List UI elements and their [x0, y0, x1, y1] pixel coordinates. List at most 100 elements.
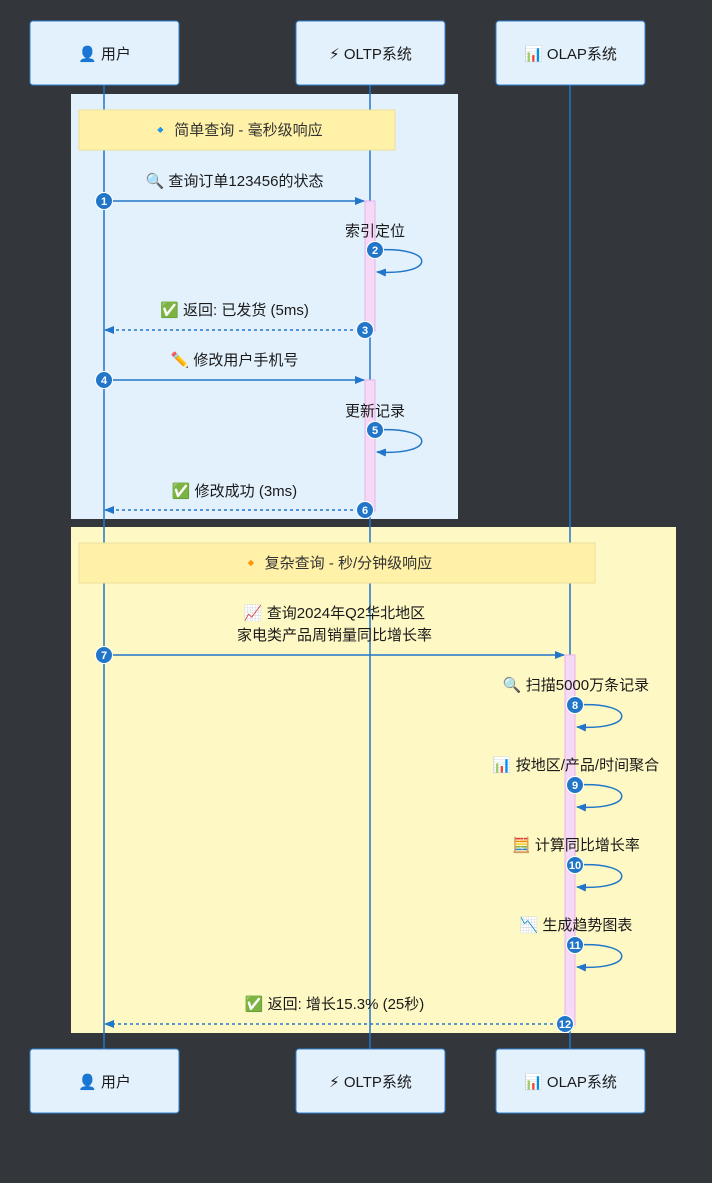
sequence-number-badge — [356, 501, 374, 519]
message-10: 🧮 计算同比增长率 10 — [512, 836, 640, 892]
sequence-number-badge — [566, 776, 584, 794]
self-message-arrow — [574, 943, 623, 972]
svg-text:家电类产品周销量同比增长率: 家电类产品周销量同比增长率 — [237, 627, 432, 644]
message-3: ✅ 返回: 已发货 (5ms) 3 — [104, 301, 374, 339]
sequence-number: 2 — [372, 245, 378, 257]
sequence-number-badge — [566, 856, 584, 874]
message-label: 查询订单123456的状态 — [168, 173, 323, 190]
participant-label: OLTP系统 — [344, 1074, 412, 1091]
sequence-number-badge — [95, 371, 113, 389]
blue-diamond-icon: 🔹 — [151, 122, 174, 139]
message-6: ✅ 修改成功 (3ms)6 — [104, 482, 374, 519]
self-message-arrow — [374, 248, 423, 277]
participant-label: 用户 — [101, 46, 131, 63]
olap-region-background — [71, 527, 676, 1033]
svg-text:🧮 计算同比增长率: 🧮 计算同比增长率 — [512, 836, 640, 854]
participant-oltp-bottom: ⚡ OLTP系统 — [295, 1048, 446, 1114]
sequence-number: 3 — [362, 325, 368, 337]
svg-text:📉 生成趋势图表: 📉 生成趋势图表 — [520, 916, 633, 934]
sequence-number-badge — [95, 646, 113, 664]
message-label: 修改成功 (3ms) — [195, 483, 298, 500]
trend-down-icon: 📉 — [520, 916, 543, 934]
sequence-number-badge — [366, 241, 384, 259]
message-8: 🔍 扫描5000万条记录 8 — [503, 675, 649, 732]
message-label: 查询2024年Q2华北地区 — [267, 605, 425, 622]
message-label: 扫描5000万条记录 — [526, 677, 649, 694]
note-text: 复杂查询 - 秒/分钟级响应 — [265, 554, 433, 572]
message-9: 📊 按地区/产品/时间聚合 9 — [493, 756, 659, 812]
svg-text:✅ 返回: 已发货 (5ms): ✅ 返回: 已发货 (5ms) — [160, 301, 309, 319]
svg-text:📊 OLAP系统: 📊 OLAP系统 — [524, 45, 617, 63]
magnifier-icon: 🔍 — [503, 675, 526, 694]
participant-label: OLAP系统 — [547, 46, 617, 63]
sequence-number-badge — [566, 696, 584, 714]
svg-text:🔍 扫描5000万条记录: 🔍 扫描5000万条记录 — [503, 675, 649, 694]
svg-text:👤 用户: 👤 用户 — [78, 1073, 131, 1091]
svg-text:🔍 查询订单123456的状态: 🔍 查询订单123456的状态 — [146, 171, 324, 190]
check-icon: ✅ — [160, 301, 183, 319]
participant-olap-top: 📊 OLAP系统 — [495, 20, 646, 86]
message-2: 索引定位 2 — [345, 223, 423, 277]
svg-text:⚡ OLTP系统: ⚡ OLTP系统 — [329, 1074, 412, 1091]
sequence-number-badge — [366, 421, 384, 439]
svg-text:索引定位: 索引定位 — [345, 223, 405, 240]
message-label: 更新记录 — [345, 403, 405, 420]
svg-text:更新记录: 更新记录 — [345, 403, 405, 420]
sequence-number: 8 — [572, 700, 578, 712]
sequence-number-badge — [556, 1015, 574, 1033]
sequence-number: 12 — [559, 1019, 571, 1031]
svg-text:✏️ 修改用户手机号: ✏️ 修改用户手机号 — [171, 350, 299, 369]
participant-oltp-top: ⚡ OLTP系统 — [295, 20, 446, 86]
message-4: ✏️ 修改用户手机号 4 — [95, 350, 365, 389]
message-label: 生成趋势图表 — [542, 917, 632, 934]
self-message-arrow — [574, 703, 623, 732]
sequence-number-badge — [356, 321, 374, 339]
sequence-number: 9 — [572, 780, 578, 792]
svg-text:✅ 修改成功 (3ms): ✅ 修改成功 (3ms) — [172, 482, 297, 500]
participant-label: OLAP系统 — [547, 1074, 617, 1091]
message-label: 修改用户手机号 — [193, 352, 298, 369]
lightning-icon: ⚡ — [329, 46, 344, 63]
svg-text:🔸 复杂查询 - 秒/分钟级响应: 🔸 复杂查询 - 秒/分钟级响应 — [242, 554, 432, 572]
magnifier-icon: 🔍 — [146, 171, 169, 190]
message-label: 返回: 已发货 (5ms) — [183, 302, 309, 319]
message-label: 按地区/产品/时间聚合 — [516, 757, 659, 774]
abacus-icon: 🧮 — [512, 836, 535, 854]
bar-chart-icon: 📊 — [524, 1073, 547, 1091]
user-icon: 👤 — [78, 1073, 101, 1091]
oltp-activation-2 — [364, 379, 376, 512]
svg-text:🔹 简单查询 - 毫秒级响应: 🔹 简单查询 - 毫秒级响应 — [151, 121, 322, 139]
svg-text:📊 OLAP系统: 📊 OLAP系统 — [524, 1073, 617, 1091]
message-label: 家电类产品周销量同比增长率 — [237, 627, 432, 644]
sequence-number-badge — [95, 192, 113, 210]
sequence-number: 5 — [372, 425, 378, 437]
oltp-region-background — [71, 94, 458, 519]
bar-chart-icon: 📊 — [524, 45, 547, 63]
user-icon: 👤 — [78, 45, 101, 63]
sequence-number: 10 — [569, 860, 581, 872]
participant-label: 用户 — [101, 1074, 131, 1091]
message-label: 索引定位 — [345, 223, 405, 240]
svg-text:✅ 返回: 增长15.3% (25秒): ✅ 返回: 增长15.3% (25秒) — [245, 995, 425, 1013]
participant-user-bottom: 👤 用户 — [29, 1048, 180, 1114]
message-1: 🔍 查询订单123456的状态 1 — [95, 171, 365, 210]
orange-diamond-icon: 🔸 — [242, 555, 265, 572]
sequence-number: 4 — [101, 375, 108, 387]
self-message-arrow — [374, 428, 423, 457]
note-2: 🔸 复杂查询 - 秒/分钟级响应 — [78, 542, 596, 584]
sequence-number: 1 — [101, 196, 107, 208]
check-icon: ✅ — [245, 995, 268, 1013]
participant-label: OLTP系统 — [344, 46, 412, 63]
self-message-arrow — [574, 863, 623, 892]
bar-chart-icon: 📊 — [493, 756, 516, 774]
trend-up-icon: 📈 — [244, 604, 267, 622]
participant-user-top: 👤 用户 — [29, 20, 180, 86]
note-1: 🔹 简单查询 - 毫秒级响应 — [78, 109, 396, 151]
svg-text:📊 按地区/产品/时间聚合: 📊 按地区/产品/时间聚合 — [493, 756, 659, 774]
pencil-icon: ✏️ — [171, 350, 194, 369]
svg-text:👤 用户: 👤 用户 — [78, 45, 131, 63]
lightning-icon: ⚡ — [329, 1074, 344, 1091]
